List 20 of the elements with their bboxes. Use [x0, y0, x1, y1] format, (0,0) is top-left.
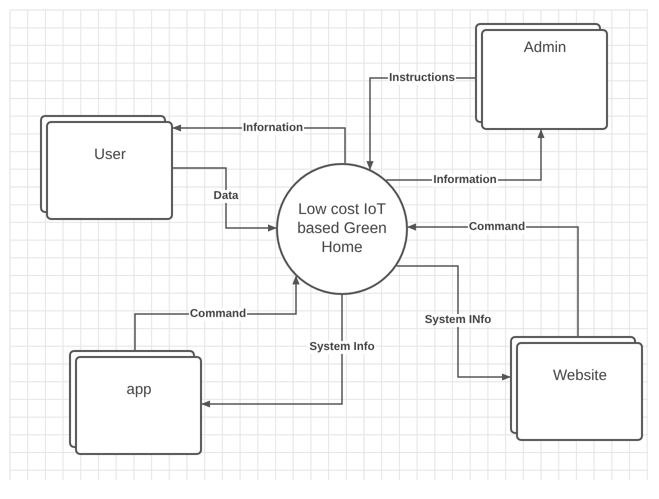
entity-label: Website — [552, 366, 608, 385]
entity-box — [475, 23, 608, 130]
entity-box — [40, 115, 173, 220]
arrow — [396, 265, 511, 381]
process-circle — [276, 163, 408, 295]
edge-label: Instructions — [388, 72, 456, 84]
entity-label: app — [125, 380, 153, 399]
edge-label: Information — [432, 174, 498, 186]
entity-label: User — [93, 145, 127, 164]
entity-box — [510, 336, 643, 441]
arrow — [201, 295, 343, 408]
process-label: Low cost IoT based Green Home — [296, 200, 388, 257]
edge-label: Infornation — [242, 122, 304, 134]
edge-label: System INfo — [424, 314, 492, 326]
arrow — [173, 167, 277, 232]
edge-label: Command — [468, 220, 526, 234]
entity-box — [69, 350, 202, 455]
entity-label: Admin — [522, 38, 568, 57]
edge-label: System Info — [308, 340, 376, 354]
edge-label: Command — [188, 308, 248, 320]
